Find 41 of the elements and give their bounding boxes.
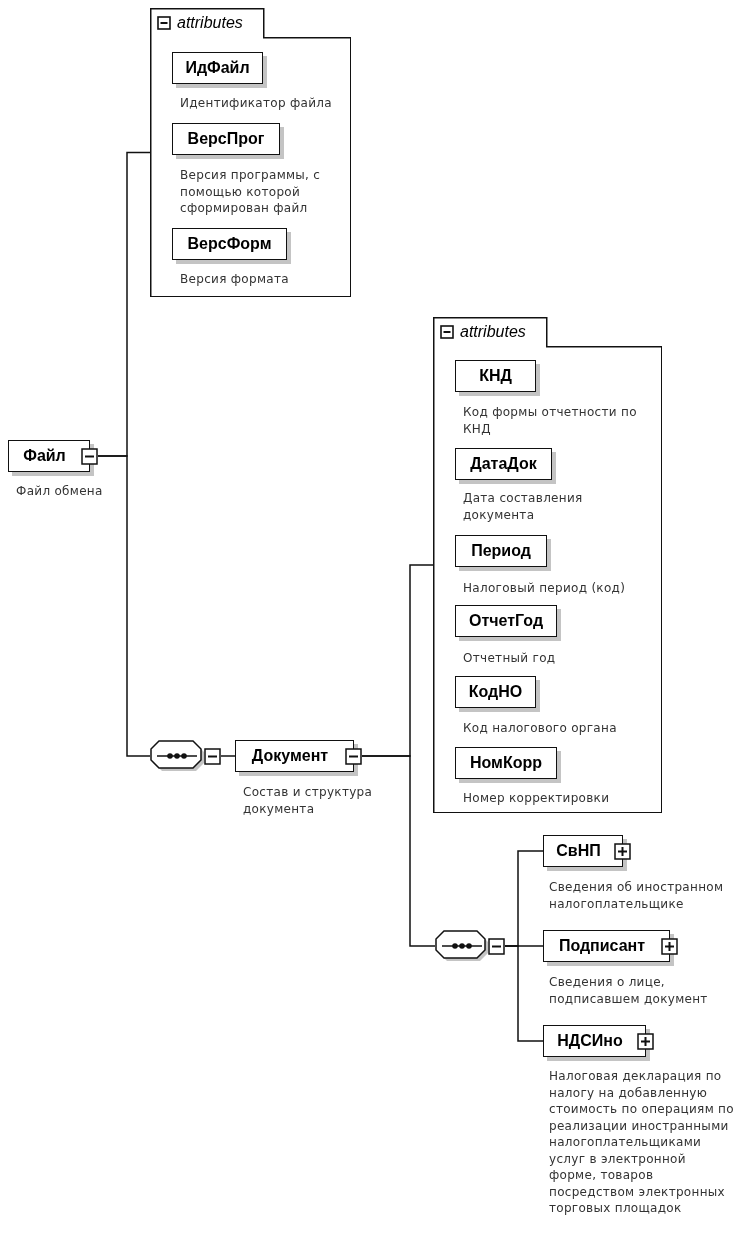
element-description: Налоговый период (код) (463, 580, 627, 597)
connector-line (220, 755, 236, 757)
element-description: Код налогового органа (463, 720, 618, 737)
element-name: Подписант (558, 937, 646, 955)
panel-title: attributes (177, 13, 243, 32)
element-name: КодНО (468, 683, 523, 701)
element-name: КНД (479, 367, 512, 385)
attribute-group-panel (433, 317, 662, 813)
connector-line (97, 455, 151, 757)
element-name: ИдФайл (185, 59, 250, 77)
element-name: ВерсПрог (187, 130, 265, 148)
schema-element (543, 835, 631, 867)
panel-title: attributes (460, 322, 526, 341)
element-name: Документ (251, 747, 329, 765)
attribute-group-panel (150, 8, 351, 297)
element-description: Номер корректировки (463, 790, 611, 807)
element-description: Налоговая декларация по налогу на добавленную стоимость по операциям по реализации иностранными налогоплательщиками услуг в электронной форме, товаров посредством электронных торговых площадок (549, 1068, 735, 1217)
element-description: Код формы отчетности по КНД (463, 404, 638, 437)
connector-line (361, 755, 436, 947)
connector-line (504, 945, 544, 1042)
schema-element (543, 1025, 654, 1057)
element-description: Идентификатор файла (180, 95, 333, 112)
element-name: ВерсФорм (187, 235, 272, 253)
element-description: Версия формата (180, 271, 290, 288)
schema-element (8, 440, 98, 472)
element-description: Состав и структура документа (243, 784, 374, 817)
element-name: НДСИно (557, 1032, 623, 1050)
element-name: ДатаДок (470, 455, 537, 473)
element-description: Сведения об иностранном налогоплательщике (549, 879, 725, 912)
element-description: Отчетный год (463, 650, 557, 667)
element-name: Период (471, 542, 531, 560)
element-name: СвНП (556, 842, 601, 860)
element-name: ОтчетГод (468, 612, 544, 630)
schema-element (543, 930, 678, 962)
element-description: Сведения о лице, подписавшем документ (549, 974, 709, 1007)
element-description: Файл обмена (16, 483, 104, 500)
element-description: Версия программы, с помощью которой сформирован файл (180, 167, 322, 217)
schema-element (235, 740, 362, 772)
element-name: Файл (23, 447, 66, 465)
element-name: НомКорр (469, 754, 542, 772)
element-description: Дата составления документа (463, 490, 584, 523)
